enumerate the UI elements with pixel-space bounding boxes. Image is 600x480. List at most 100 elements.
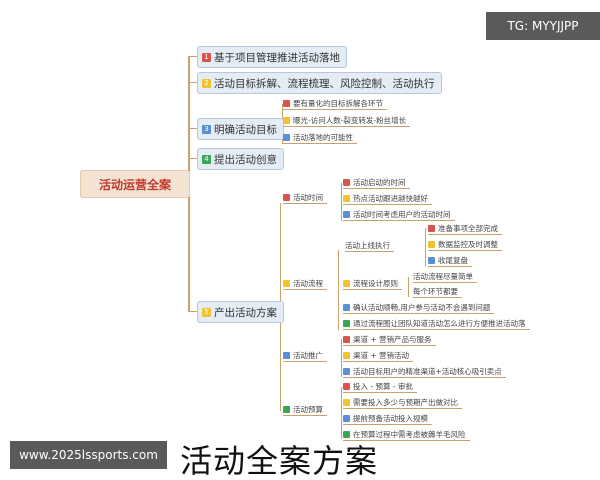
- priority-3-icon: [343, 210, 350, 218]
- leaf[interactable]: 曝光-访问人数-裂变转发-粉丝增长: [283, 114, 411, 127]
- center-watermark: 活动全案方案: [180, 442, 379, 480]
- leaf-label: 需要投入多少与预期产出做对比: [353, 397, 458, 407]
- priority-3-icon: [283, 133, 290, 141]
- branch-budget[interactable]: 活动预算: [283, 403, 327, 416]
- connector: [188, 311, 197, 312]
- root-node[interactable]: 活动运营全案: [80, 170, 190, 198]
- priority-1-icon: 1: [202, 52, 211, 62]
- leaf[interactable]: 提前预备活动投入规模: [343, 412, 432, 425]
- priority-1-icon: [343, 335, 350, 343]
- priority-1-icon: [283, 193, 290, 201]
- priority-2-icon: [343, 398, 350, 406]
- connector: [338, 250, 339, 330]
- leaf[interactable]: 确认活动顺畅,用户参与活动不会遇到问题: [343, 301, 495, 314]
- leaf-label: 活动流程尽量简单: [413, 271, 473, 281]
- leaf[interactable]: 在预算过程中需考虑被薅羊毛风险: [343, 428, 470, 441]
- priority-1-icon: [283, 99, 290, 107]
- leaf-label: 活动推广: [293, 350, 323, 360]
- branch-flow[interactable]: 活动流程: [283, 277, 327, 290]
- leaf[interactable]: 投入 - 预算 - 审批: [343, 380, 417, 393]
- branch-design[interactable]: 流程设计原则: [343, 277, 402, 290]
- leaf-label: 渠道 + 营销产品与服务: [353, 334, 432, 344]
- priority-4-icon: [283, 405, 290, 413]
- priority-2-icon: [343, 194, 350, 202]
- tg-watermark: TG: MYYJJPP: [486, 12, 600, 40]
- leaf-label: 要有量化的目标拆解各环节: [293, 98, 383, 108]
- leaf[interactable]: 热点活动跟进越快越好: [343, 192, 432, 205]
- leaf-label: 曝光-访问人数-裂变转发-粉丝增长: [293, 115, 407, 125]
- priority-2-icon: [283, 279, 290, 287]
- leaf[interactable]: 活动目标用户的精准渠道+活动核心吸引卖点: [343, 365, 506, 378]
- node-label: 活动目标拆解、流程梳理、风险控制、活动执行: [214, 77, 435, 90]
- leaf-label: 活动目标用户的精准渠道+活动核心吸引卖点: [353, 366, 502, 376]
- branch-time[interactable]: 活动时间: [283, 191, 327, 204]
- connector: [408, 277, 409, 297]
- branch-launch[interactable]: 活动上线执行: [345, 239, 394, 252]
- leaf-label: 收尾复盘: [438, 255, 468, 265]
- priority-3-icon: [428, 256, 435, 264]
- priority-4-icon: [343, 430, 350, 438]
- branch-promo[interactable]: 活动推广: [283, 349, 327, 362]
- leaf-label: 渠道 + 营销活动: [353, 350, 410, 360]
- leaf-label: 流程设计原则: [353, 278, 398, 288]
- leaf-label: 确认活动顺畅,用户参与活动不会遇到问题: [353, 302, 491, 312]
- leaf-label: 活动时间考虑用户的活动时间: [353, 209, 451, 219]
- connector: [341, 183, 342, 221]
- priority-2-icon: [343, 279, 350, 287]
- priority-2-icon: [428, 240, 435, 248]
- priority-3-icon: 3: [202, 124, 211, 134]
- connector: [341, 339, 342, 377]
- leaf[interactable]: 活动落地的可能性: [283, 131, 357, 144]
- leaf[interactable]: 渠道 + 营销产品与服务: [343, 333, 436, 346]
- priority-4-icon: [343, 319, 350, 327]
- leaf[interactable]: 每个环节都要: [413, 285, 462, 298]
- leaf-label: 提前预备活动投入规模: [353, 413, 428, 423]
- leaf-label: 准备事项全部完成: [438, 223, 498, 233]
- leaf[interactable]: 准备事项全部完成: [428, 222, 502, 235]
- leaf[interactable]: 需要投入多少与预期产出做对比: [343, 396, 462, 409]
- connector: [188, 56, 197, 57]
- leaf[interactable]: 活动流程尽量简单: [413, 270, 477, 283]
- priority-3-icon: [283, 351, 290, 359]
- leaf-label: 通过流程图让团队知道活动怎么进行方便推进活动落: [353, 318, 526, 328]
- priority-1-icon: [428, 224, 435, 232]
- leaf[interactable]: 数据监控及时调整: [428, 238, 502, 251]
- priority-2-icon: [283, 116, 290, 124]
- connector: [188, 82, 197, 83]
- leaf-label: 活动预算: [293, 404, 323, 414]
- connector: [425, 228, 426, 266]
- leaf[interactable]: 通过流程图让团队知道活动怎么进行方便推进活动落: [343, 317, 530, 330]
- leaf-label: 活动流程: [293, 278, 323, 288]
- leaf-label: 在预算过程中需考虑被薅羊毛风险: [353, 429, 466, 439]
- priority-4-icon: 4: [202, 154, 211, 164]
- priority-5-icon: 5: [202, 307, 211, 317]
- priority-3-icon: [343, 303, 350, 311]
- node-label: 提出活动创意: [214, 153, 277, 166]
- leaf-label: 活动上线执行: [345, 240, 390, 250]
- connector: [188, 158, 197, 159]
- leaf[interactable]: 活动时间考虑用户的活动时间: [343, 208, 455, 221]
- node-label: 明确活动目标: [214, 123, 277, 136]
- leaf-label: 热点活动跟进越快越好: [353, 193, 428, 203]
- leaf-label: 活动启动的时间: [353, 177, 406, 187]
- priority-1-icon: [343, 178, 350, 186]
- leaf-label: 活动落地的可能性: [293, 132, 353, 142]
- priority-2-icon: 2: [202, 78, 211, 88]
- connector: [341, 387, 342, 439]
- leaf[interactable]: 要有量化的目标拆解各环节: [283, 97, 387, 110]
- leaf[interactable]: 活动启动的时间: [343, 176, 410, 189]
- connector: [188, 128, 197, 129]
- leaf-label: 数据监控及时调整: [438, 239, 498, 249]
- priority-1-icon: [343, 382, 350, 390]
- leaf[interactable]: 渠道 + 营销活动: [343, 349, 414, 362]
- leaf-label: 投入 - 预算 - 审批: [353, 381, 413, 391]
- priority-2-icon: [343, 351, 350, 359]
- leaf-label: 活动时间: [293, 192, 323, 202]
- leaf[interactable]: 收尾复盘: [428, 254, 472, 267]
- node-label: 产出活动方案: [214, 306, 277, 319]
